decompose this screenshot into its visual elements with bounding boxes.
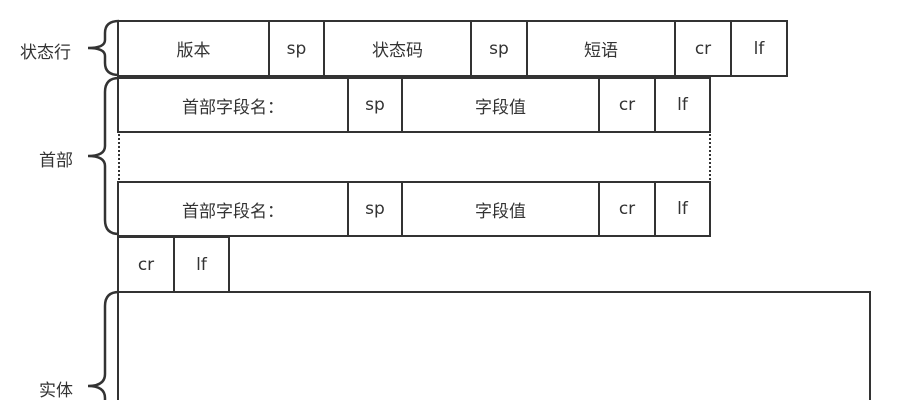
header-field-name-cell: 首部字段名： bbox=[117, 77, 349, 133]
header-cr-cell: cr bbox=[598, 181, 656, 237]
header-field-name-cell: 首部字段名： bbox=[117, 181, 349, 237]
header-field-value-cell: 字段值 bbox=[401, 181, 600, 237]
body-label: 实体 bbox=[39, 381, 73, 401]
entity-body-box bbox=[117, 291, 871, 400]
blank-line-lf-cell: lf bbox=[173, 236, 230, 293]
status-line-label: 状态行 bbox=[20, 43, 71, 63]
status-code-cell: 状态码 bbox=[323, 20, 472, 77]
headers-label: 首部 bbox=[39, 151, 73, 171]
header-continuation-dots-left bbox=[118, 134, 120, 180]
header-cr-cell: cr bbox=[598, 77, 656, 133]
header-lf-cell: lf bbox=[654, 77, 711, 133]
status-sp-cell: sp bbox=[470, 20, 528, 77]
status-version-cell: 版本 bbox=[117, 20, 270, 77]
blank-line-cr-cell: cr bbox=[117, 236, 175, 293]
header-field-value-cell: 字段值 bbox=[401, 77, 600, 133]
status-lf-cell: lf bbox=[730, 20, 788, 77]
body-brace bbox=[87, 290, 120, 400]
headers-brace bbox=[87, 76, 120, 236]
header-lf-cell: lf bbox=[654, 181, 711, 237]
header-sp-cell: sp bbox=[347, 77, 403, 133]
header-sp-cell: sp bbox=[347, 181, 403, 237]
status-phrase-cell: 短语 bbox=[526, 20, 676, 77]
status-line-brace bbox=[87, 19, 120, 77]
header-continuation-dots-right bbox=[709, 134, 711, 180]
status-cr-cell: cr bbox=[674, 20, 732, 77]
status-sp-cell: sp bbox=[268, 20, 325, 77]
